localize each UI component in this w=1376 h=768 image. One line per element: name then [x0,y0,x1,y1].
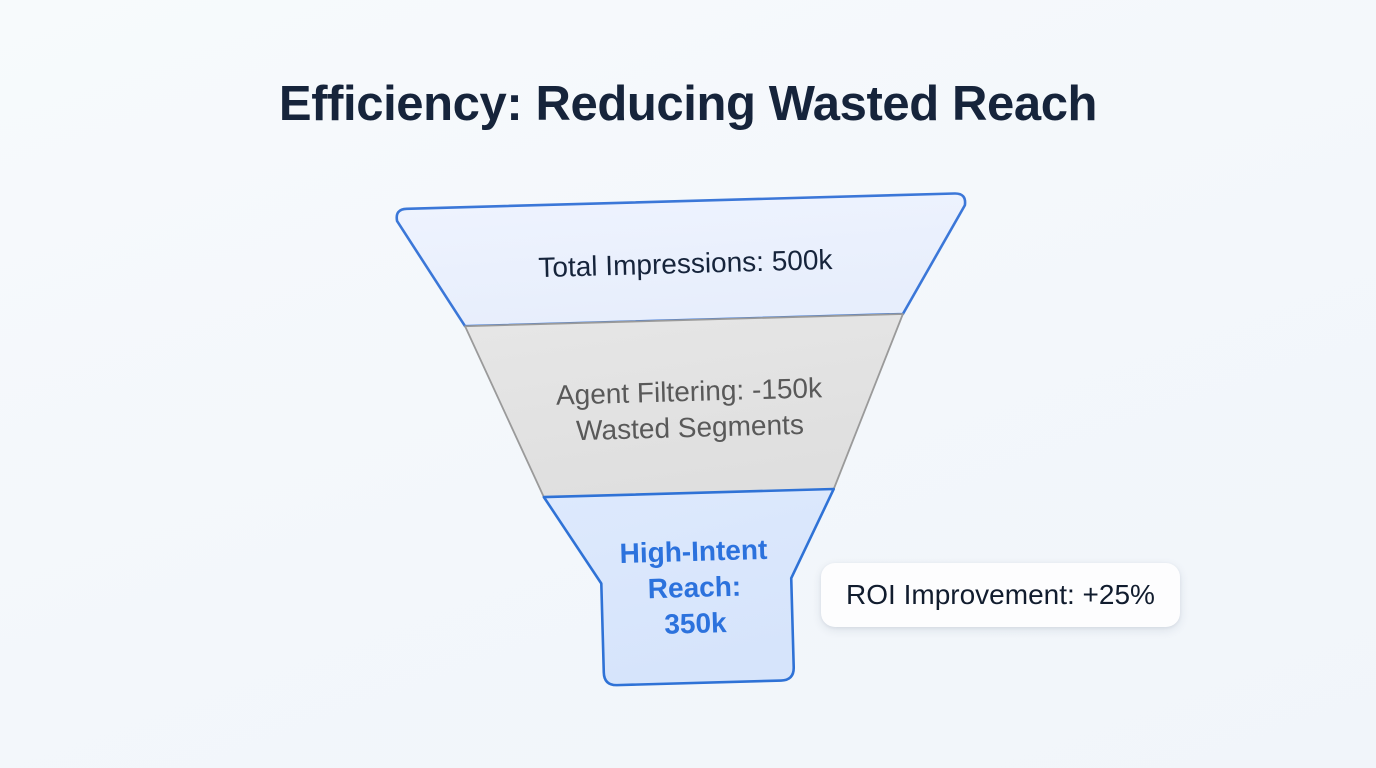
funnel-segment-high-intent-reach[interactable] [542,487,839,687]
funnel-shape [395,192,967,687]
roi-callout-label: ROI Improvement: +25% [846,579,1155,610]
page-title: Efficiency: Reducing Wasted Reach [278,77,1098,131]
funnel-label-agent-filtering: Agent Filtering: -150k Wasted Segments [555,372,823,447]
funnel-chart: Total Impressions: 500k Agent Filtering:… [391,186,991,698]
roi-callout-badge[interactable]: ROI Improvement: +25% [821,563,1180,627]
funnel-label-high-intent-reach: High-Intent Reach: 350k [619,533,768,640]
